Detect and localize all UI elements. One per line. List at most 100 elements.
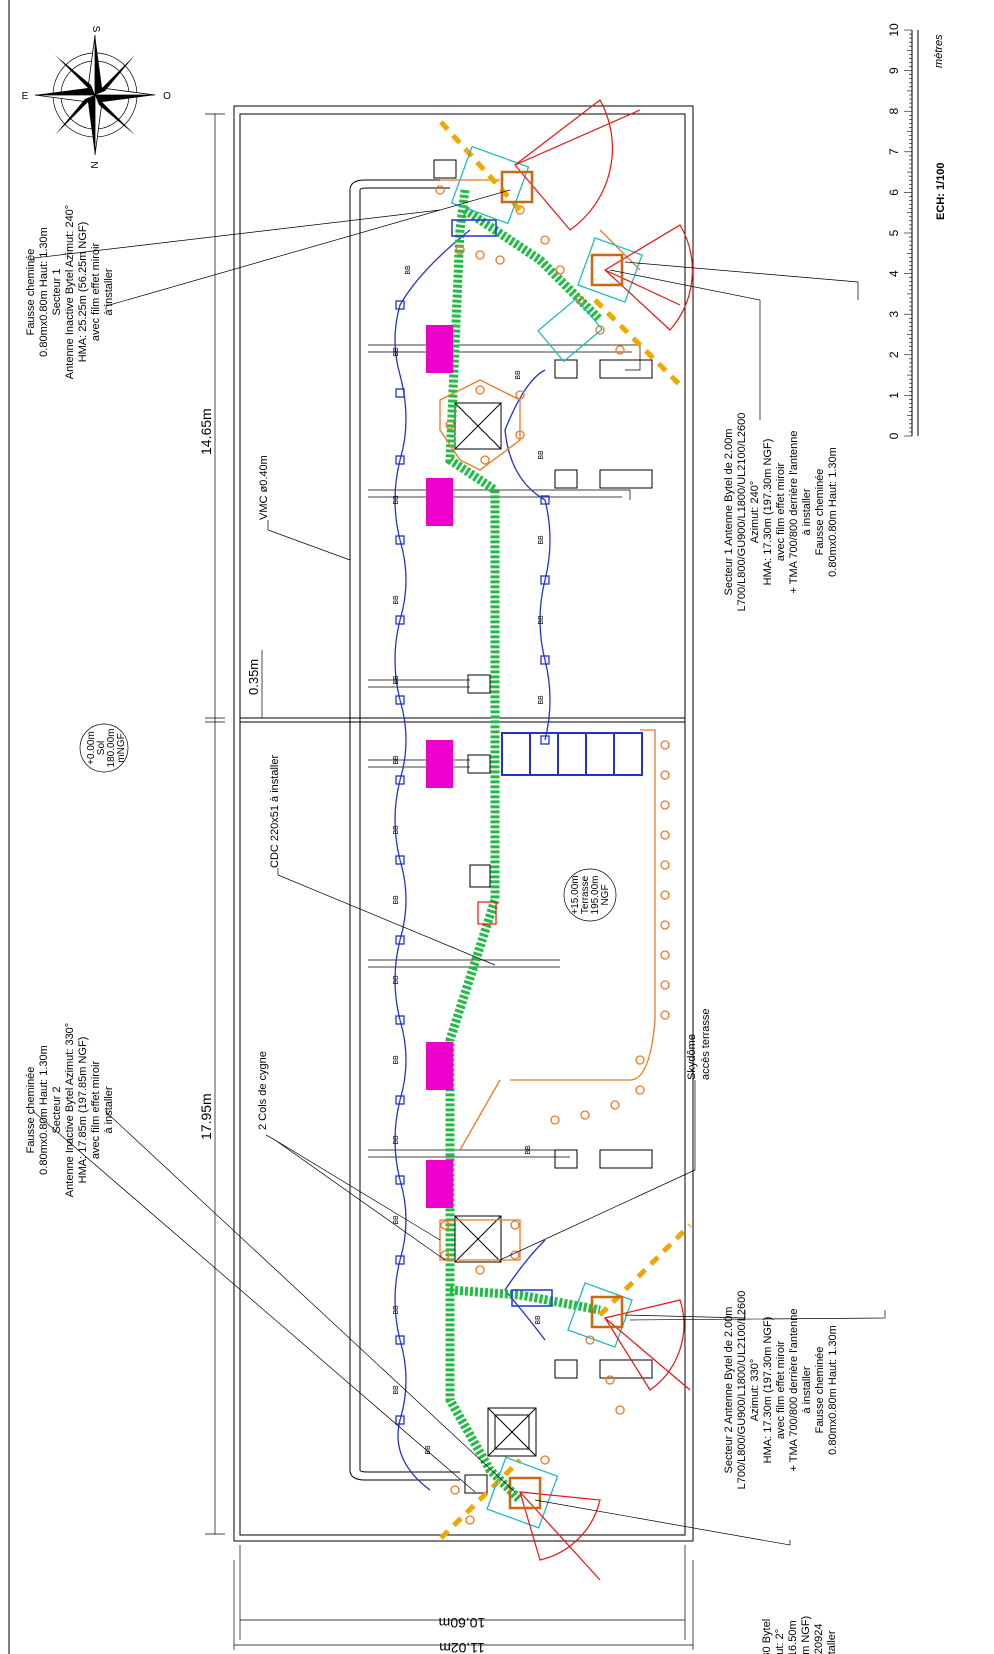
- guardrail-node: [495, 255, 505, 265]
- cable-node: [395, 1095, 405, 1105]
- dimension-lines: [205, 113, 694, 1650]
- note-line: HMA: 17.30m (197.30m NGF): [762, 439, 774, 586]
- note-line: à installer: [103, 1086, 115, 1133]
- cable-node: [540, 655, 550, 665]
- guardrail-node: [510, 1220, 520, 1230]
- guardrail-node: [475, 1265, 485, 1275]
- cable-route-blue: [394, 229, 551, 1491]
- label-cdc: CDC 220x51 à installer: [269, 755, 281, 868]
- guardrail-node: [660, 920, 670, 930]
- scale-label: ECH: 1/100: [935, 163, 947, 220]
- cable-tag: BB: [525, 1145, 532, 1155]
- cable-tag: BB: [425, 1445, 432, 1455]
- note-line: Fausse cheminée: [25, 249, 37, 336]
- guardrail-node: [610, 1100, 620, 1110]
- guardrail-node: [440, 1220, 450, 1230]
- label-vmc: VMC ø0.40m: [258, 455, 270, 520]
- guardrail-node: [605, 1375, 615, 1385]
- cable-tag: BB: [393, 347, 400, 357]
- svg-text:Terrasse: Terrasse: [580, 875, 591, 914]
- svg-text:180.00m: 180.00m: [106, 729, 117, 768]
- cable-node: [395, 855, 405, 865]
- cable-tag: BB: [393, 895, 400, 905]
- guardrail-node: [580, 1110, 590, 1120]
- cable-node: [395, 1175, 405, 1185]
- note-line: + TMA 700/800 derrière l'antenne: [788, 1308, 800, 1471]
- scale-tick-label: 2: [887, 351, 901, 358]
- cable-tag: BB: [393, 675, 400, 685]
- guardrail-node: [660, 890, 670, 900]
- svg-text:195.00m: 195.00m: [590, 876, 601, 915]
- svg-text:NGF: NGF: [600, 884, 611, 905]
- cable-node: [395, 695, 405, 705]
- guardrail-node: [615, 345, 625, 355]
- note-line: L700/L800/GU900/L1800/UL2100/L2600: [736, 1291, 748, 1490]
- scale-tick-label: 9: [887, 67, 901, 74]
- battery-rack: [501, 732, 643, 776]
- guardrail-node: [515, 205, 525, 215]
- note-line: Azimut: 240°: [749, 481, 761, 543]
- note-line: 0.80mx0.80m Haut: 1.30m: [38, 1045, 50, 1175]
- guardrail-node: [660, 860, 670, 870]
- svg-text:accès terrasse: accès terrasse: [700, 1008, 712, 1080]
- guardrail-node: [635, 1055, 645, 1065]
- note-line: à installer: [826, 1630, 838, 1654]
- scale-tick-label: 6: [887, 189, 901, 196]
- dim-length-bottom: 17.95m: [198, 1093, 214, 1140]
- svg-text:Skydôme: Skydôme: [686, 1034, 698, 1080]
- cable-tag: BB: [393, 1215, 400, 1225]
- note-line: avec film effet miroir: [90, 243, 102, 342]
- guardrail-node: [465, 1515, 475, 1525]
- cable-tags: BBBBBBBBBBBBBBBBBBBBBBBBBBBBBBBBBBBBBBBB…: [393, 265, 545, 1455]
- cable-nodes: [395, 300, 550, 1425]
- guardrail-node: [515, 430, 525, 440]
- svg-text:Sol: Sol: [96, 741, 107, 755]
- note-line: L700/L800/GU900/L1800/UL2100/L2600: [736, 413, 748, 612]
- guardrail-node: [660, 830, 670, 840]
- guardrail-node: [445, 420, 455, 430]
- note-line: à installer: [103, 268, 115, 315]
- guardrail-node: [540, 1455, 550, 1465]
- cable-node: [540, 495, 550, 505]
- note-line: avec film effet miroir: [775, 1341, 787, 1440]
- guardrail-node: [555, 265, 565, 275]
- cable-tag: BB: [535, 1315, 542, 1325]
- cable-tag: BB: [393, 1305, 400, 1315]
- guardrail-node: [635, 1085, 645, 1095]
- dim-width-outer: 11.02m: [439, 1640, 485, 1654]
- hazard-lines: [439, 120, 692, 1540]
- cable-tag: BB: [393, 825, 400, 835]
- cable-node: [395, 1415, 405, 1425]
- scale-tick-label: 0: [887, 432, 901, 439]
- guardrail-node: [660, 740, 670, 750]
- note-line: Fausse cheminée: [814, 469, 826, 556]
- cable-node: [395, 535, 405, 545]
- level-marker-terrace: +15.00m Terrasse 195.00m NGF: [563, 868, 617, 922]
- cable-node: [395, 388, 405, 398]
- scale-tick-label: 5: [887, 229, 901, 236]
- note-line: avec film effet miroir: [90, 1061, 102, 1160]
- dim-length-top: 14.65m: [198, 408, 214, 455]
- note-line: HMA: 17.30m (197.30m NGF): [762, 1317, 774, 1464]
- antenna-sectors: [477, 99, 693, 1581]
- cable-tag: BB: [515, 370, 522, 380]
- note-line: Secteur 1 Antenne Bytel de 2.00m: [723, 429, 735, 596]
- guardrail-node: [660, 980, 670, 990]
- note-line: à installer: [801, 1366, 813, 1413]
- cable-tag: BB: [393, 1385, 400, 1395]
- scale-tick-label: 7: [887, 148, 901, 155]
- cable-tag: BB: [393, 1135, 400, 1145]
- svg-text:+0.00m: +0.00m: [86, 731, 97, 765]
- cable-tag: BB: [538, 535, 545, 545]
- cable-tag: BB: [393, 495, 400, 505]
- cable-node: [540, 735, 550, 745]
- scale-tick-label: 3: [887, 311, 901, 318]
- note-line: HMA: 25.25m (56.25m NGF): [77, 222, 89, 363]
- cable-tray-cdc: [445, 189, 604, 1504]
- cable-node: [395, 775, 405, 785]
- note-line: à installer: [801, 488, 813, 535]
- scale-unit: mètres: [933, 34, 945, 68]
- guardrail-node: [435, 185, 445, 195]
